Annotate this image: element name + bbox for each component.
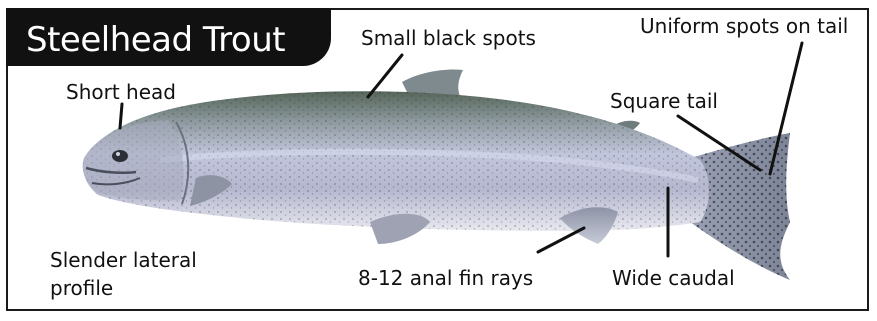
label-square-tail: Square tail xyxy=(610,88,718,114)
leader-short-head xyxy=(120,104,122,128)
leader-anal-fin-rays xyxy=(538,228,584,252)
label-uniform-spots-on-tail: Uniform spots on tail xyxy=(640,13,848,39)
label-short-head: Short head xyxy=(66,79,176,105)
label-slender-lateral-profile-line1: Slender lateral xyxy=(50,247,197,273)
label-wide-caudal: Wide caudal xyxy=(612,265,735,291)
label-slender-lateral-profile-line2: profile xyxy=(50,275,113,301)
fish-eye xyxy=(112,150,128,162)
label-anal-fin-rays: 8-12 anal fin rays xyxy=(358,265,533,291)
label-small-black-spots: Small black spots xyxy=(361,25,536,51)
fish-head xyxy=(83,120,184,201)
leader-small-black-spots xyxy=(368,55,402,97)
